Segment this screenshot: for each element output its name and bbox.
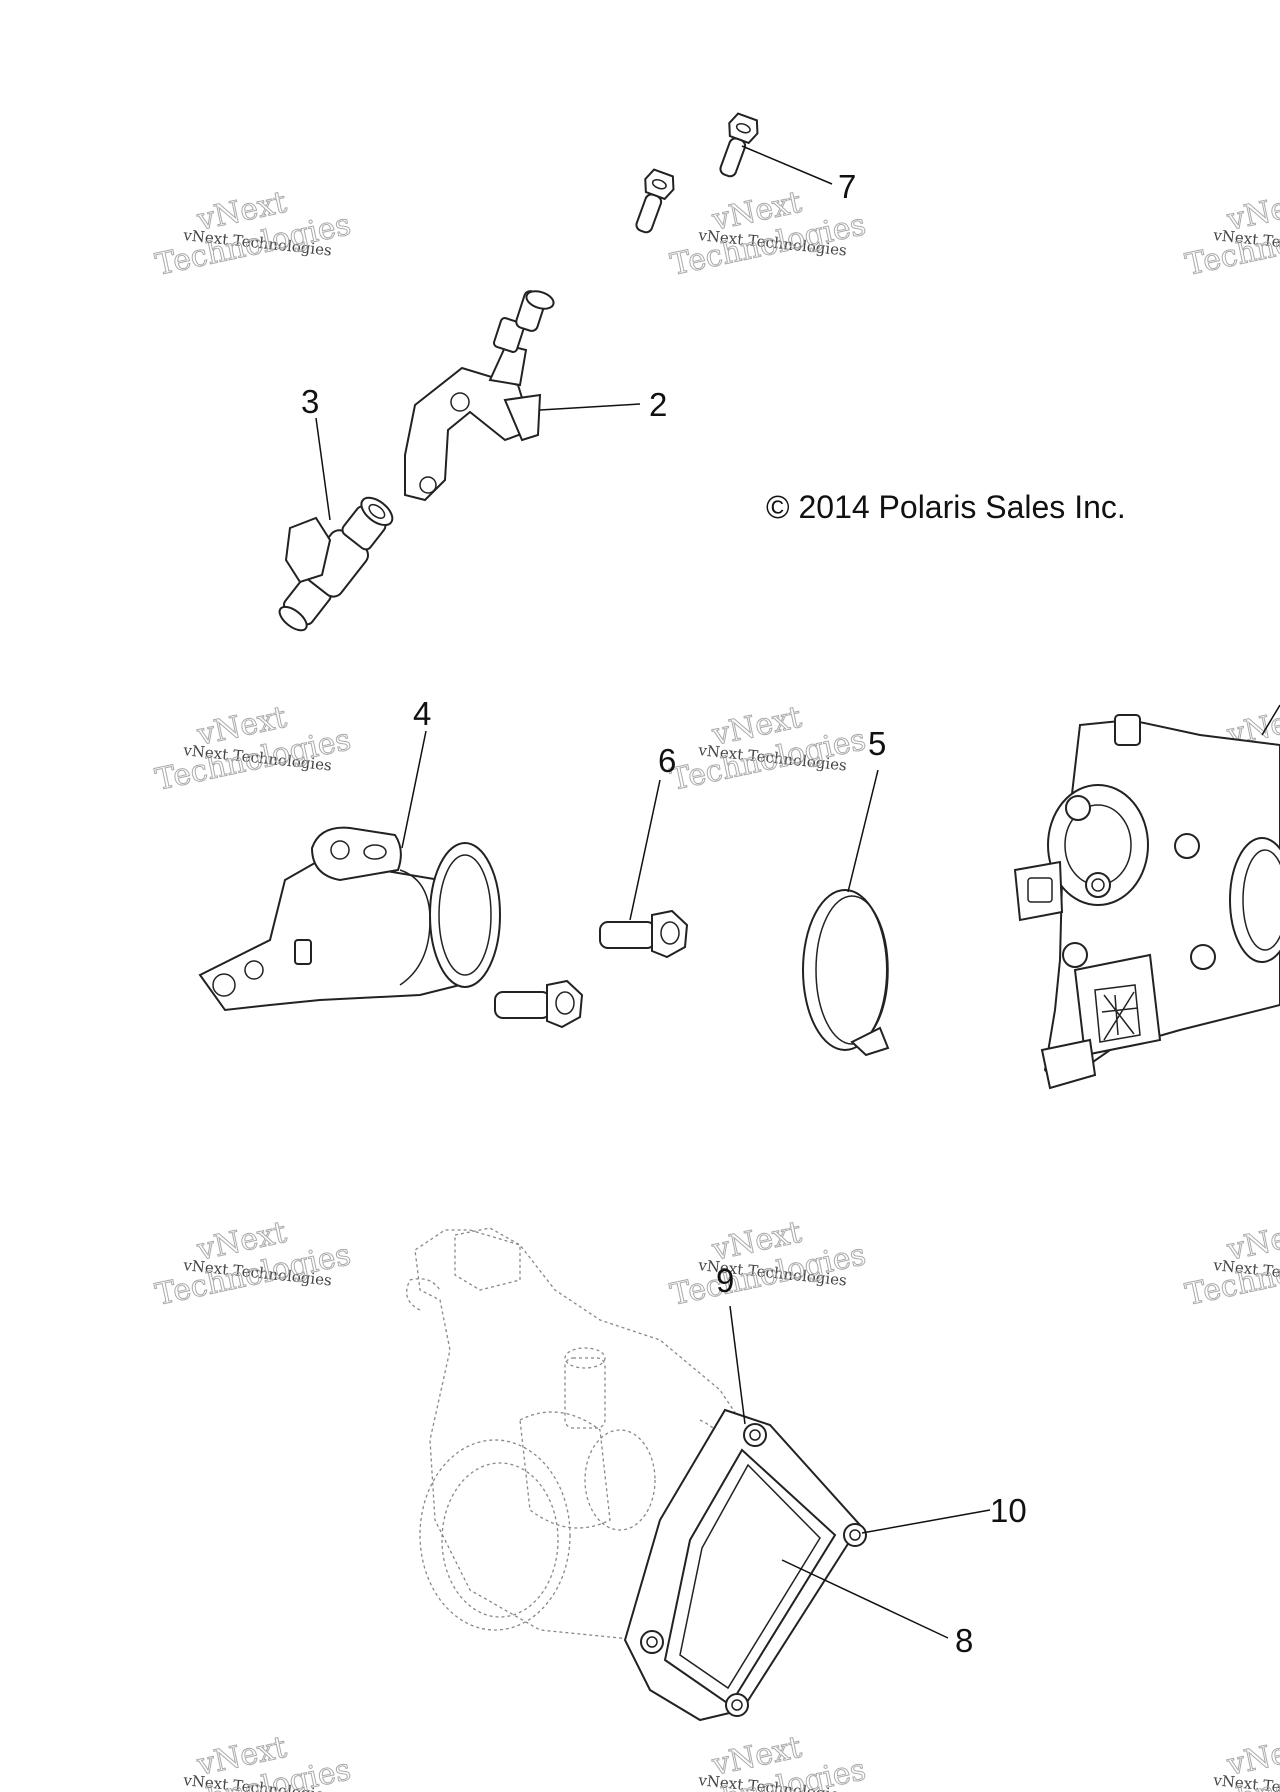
callout-5[interactable]: 5 [868,725,886,762]
svg-text:vNext Technologies: vNext Technologies [1212,1771,1280,1792]
leader-10 [861,1509,991,1534]
leader-3 [315,417,331,521]
watermark: vNext vNext Technologies Technologies [152,1214,354,1313]
watermark: vNext vNext Technologies Technologies [667,1214,869,1313]
part-5-hose-clamp[interactable] [802,889,890,1057]
leader-2 [539,403,641,411]
part-6-bolts[interactable] [494,909,689,1029]
callout-8[interactable]: 8 [955,1622,973,1659]
watermark: vNext vNext Technologies Technologies [667,184,869,283]
callout-9[interactable]: 9 [716,1262,734,1299]
watermark: vNext vNext Technologies Technologies [152,184,354,283]
leader-6 [629,779,661,921]
watermark: vNext vNext Technologies Technologies [667,1729,869,1792]
part-3-fuel-injector[interactable] [271,490,400,638]
callout-6[interactable]: 6 [658,742,676,779]
part-8-cover[interactable] [623,1408,862,1722]
part-4-intake-manifold[interactable] [198,826,501,1012]
callout-4[interactable]: 4 [413,695,431,732]
callout-2[interactable]: 2 [649,386,667,423]
watermark: vNext vNext Technologies Technologies [1182,184,1280,283]
ghost-throttle-body [406,1227,781,1641]
part-7-bolts[interactable] [628,112,761,237]
copyright-notice: © 2014 Polaris Sales Inc. [766,489,1126,525]
watermark: vNext vNext Technologies Technologies [1182,1729,1280,1792]
callout-3[interactable]: 3 [301,383,319,420]
leader-9 [729,1305,746,1425]
leader-7 [741,145,833,185]
callout-10[interactable]: 10 [990,1492,1027,1529]
leader-5 [847,769,879,893]
watermark: vNext vNext Technologies Technologies [152,699,354,798]
watermark: vNext vNext Technologies Technologies [1182,1214,1280,1313]
leader-throttle [1261,704,1280,736]
watermark: vNext vNext Technologies Technologies [667,699,869,798]
callout-7[interactable]: 7 [838,168,856,205]
watermark: vNext vNext Technologies Technologies [152,1729,354,1792]
leader-8 [781,1559,949,1639]
leader-4 [401,730,427,849]
part-2-injector-bracket[interactable] [404,288,556,502]
throttle-body-assembly[interactable] [1013,714,1280,1090]
part-9-10-screws[interactable] [640,1423,867,1717]
